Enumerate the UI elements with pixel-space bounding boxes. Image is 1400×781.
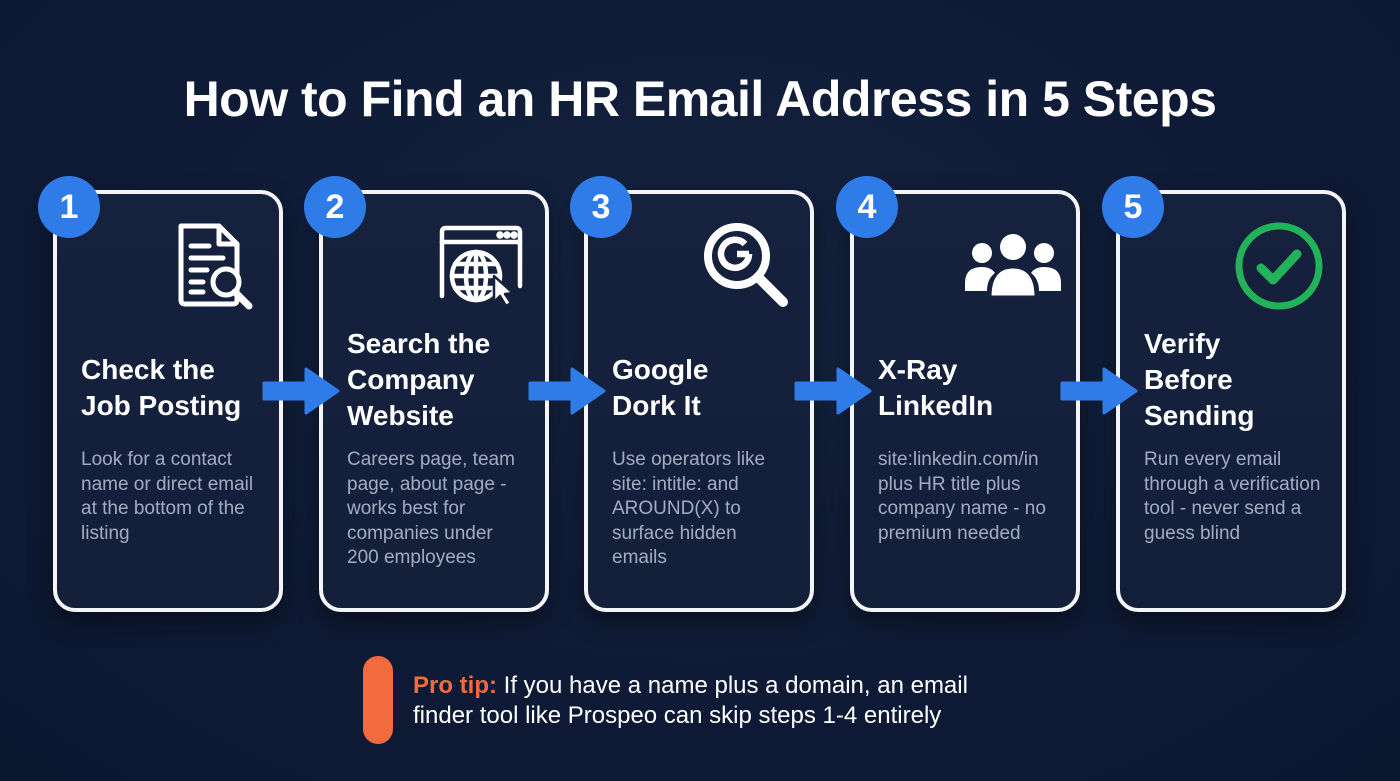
page-title: How to Find an HR Email Address in 5 Ste…: [183, 71, 1217, 127]
step-title-line: Search the: [347, 328, 491, 359]
step-description: Careers page, team page, about page - wo…: [347, 448, 535, 571]
step-desc-line: plus HR title plus: [878, 473, 1021, 495]
step-desc-line: premium needed: [878, 522, 1021, 544]
step-desc-line: guess blind: [1144, 522, 1241, 544]
step-number-badge: 3: [570, 176, 632, 238]
step-title-line: Before: [1144, 364, 1233, 395]
arrow-right-icon: [262, 367, 340, 415]
step-title: Verify Before Sending: [1144, 326, 1328, 434]
tip-label: Pro tip:: [413, 672, 497, 699]
step-title: Search the Company Website: [347, 326, 531, 434]
step-title: Google Dork It: [612, 352, 796, 424]
step-desc-line: Look for a contact: [81, 449, 233, 470]
document-search-icon: [161, 216, 271, 316]
step-card-4: X-Ray LinkedIn site:linkedin.com/in plus…: [850, 190, 1080, 612]
step-title-line: Website: [347, 400, 454, 431]
step-description: Look for a contact name or direct email …: [81, 448, 269, 546]
step-description: Use operators like site: intitle: and AR…: [612, 448, 800, 571]
step-desc-line: emails: [612, 547, 667, 568]
step-desc-line: listing: [81, 522, 130, 544]
step-card-5: Verify Before Sending Run every email th…: [1116, 190, 1346, 612]
check-circle-icon: [1224, 216, 1334, 316]
arrow-right-icon: [528, 367, 606, 415]
step-desc-line: site:linkedin.com/in: [878, 449, 1039, 470]
step-desc-line: through a verification: [1144, 473, 1321, 495]
step-desc-line: at the bottom of the: [81, 498, 245, 519]
step-desc-line: page, about page -: [347, 473, 507, 495]
step-description: site:linkedin.com/in plus HR title plus …: [878, 448, 1066, 546]
step-desc-line: company name - no: [878, 498, 1046, 519]
step-title: X-Ray LinkedIn: [878, 352, 1062, 424]
step-desc-line: Use operators like: [612, 449, 766, 470]
tip-text-line: If you have a name plus a domain, an ema…: [503, 672, 968, 699]
step-desc-line: Careers page, team: [347, 449, 515, 470]
step-number-badge: 5: [1102, 176, 1164, 238]
step-title: Check the Job Posting: [81, 352, 265, 424]
pro-tip: Pro tip: If you have a name plus a domai…: [413, 671, 1113, 731]
tip-text-line: finder tool like Prospeo can skip steps …: [413, 702, 942, 729]
step-number-badge: 1: [38, 176, 100, 238]
step-number-badge: 4: [836, 176, 898, 238]
people-group-icon: [958, 216, 1068, 316]
tip-line-1: Pro tip: If you have a name plus a domai…: [413, 671, 1113, 701]
step-title-line: Dork It: [612, 390, 701, 421]
step-title-line: Google: [612, 354, 709, 385]
arrow-right-icon: [1060, 367, 1138, 415]
step-title-line: Company: [347, 364, 475, 395]
step-desc-line: tool - never send a: [1144, 498, 1302, 519]
step-card-3: Google Dork It Use operators like site: …: [584, 190, 814, 612]
tip-accent-bar: [363, 656, 393, 744]
step-desc-line: site: intitle: and: [612, 473, 739, 495]
step-title-line: LinkedIn: [878, 390, 994, 421]
step-card-1: Check the Job Posting Look for a contact…: [53, 190, 283, 612]
website-globe-cursor-icon: [427, 216, 537, 316]
step-title-line: Verify: [1144, 328, 1221, 359]
step-title-line: Check the: [81, 354, 215, 385]
step-desc-line: companies under: [347, 522, 493, 544]
step-title-line: Job Posting: [81, 390, 242, 421]
arrow-right-icon: [794, 367, 872, 415]
step-desc-line: name or direct email: [81, 473, 254, 495]
step-description: Run every email through a verification t…: [1144, 448, 1332, 546]
step-desc-line: surface hidden: [612, 522, 737, 544]
google-search-icon: [692, 216, 802, 316]
step-desc-line: 200 employees: [347, 547, 476, 568]
step-title-line: Sending: [1144, 400, 1255, 431]
step-number-badge: 2: [304, 176, 366, 238]
step-desc-line: AROUND(X) to: [612, 498, 741, 519]
step-title-line: X-Ray: [878, 354, 958, 385]
step-desc-line: Run every email: [1144, 449, 1282, 470]
step-desc-line: works best for: [347, 498, 466, 519]
step-card-2: Search the Company Website Careers page,…: [319, 190, 549, 612]
